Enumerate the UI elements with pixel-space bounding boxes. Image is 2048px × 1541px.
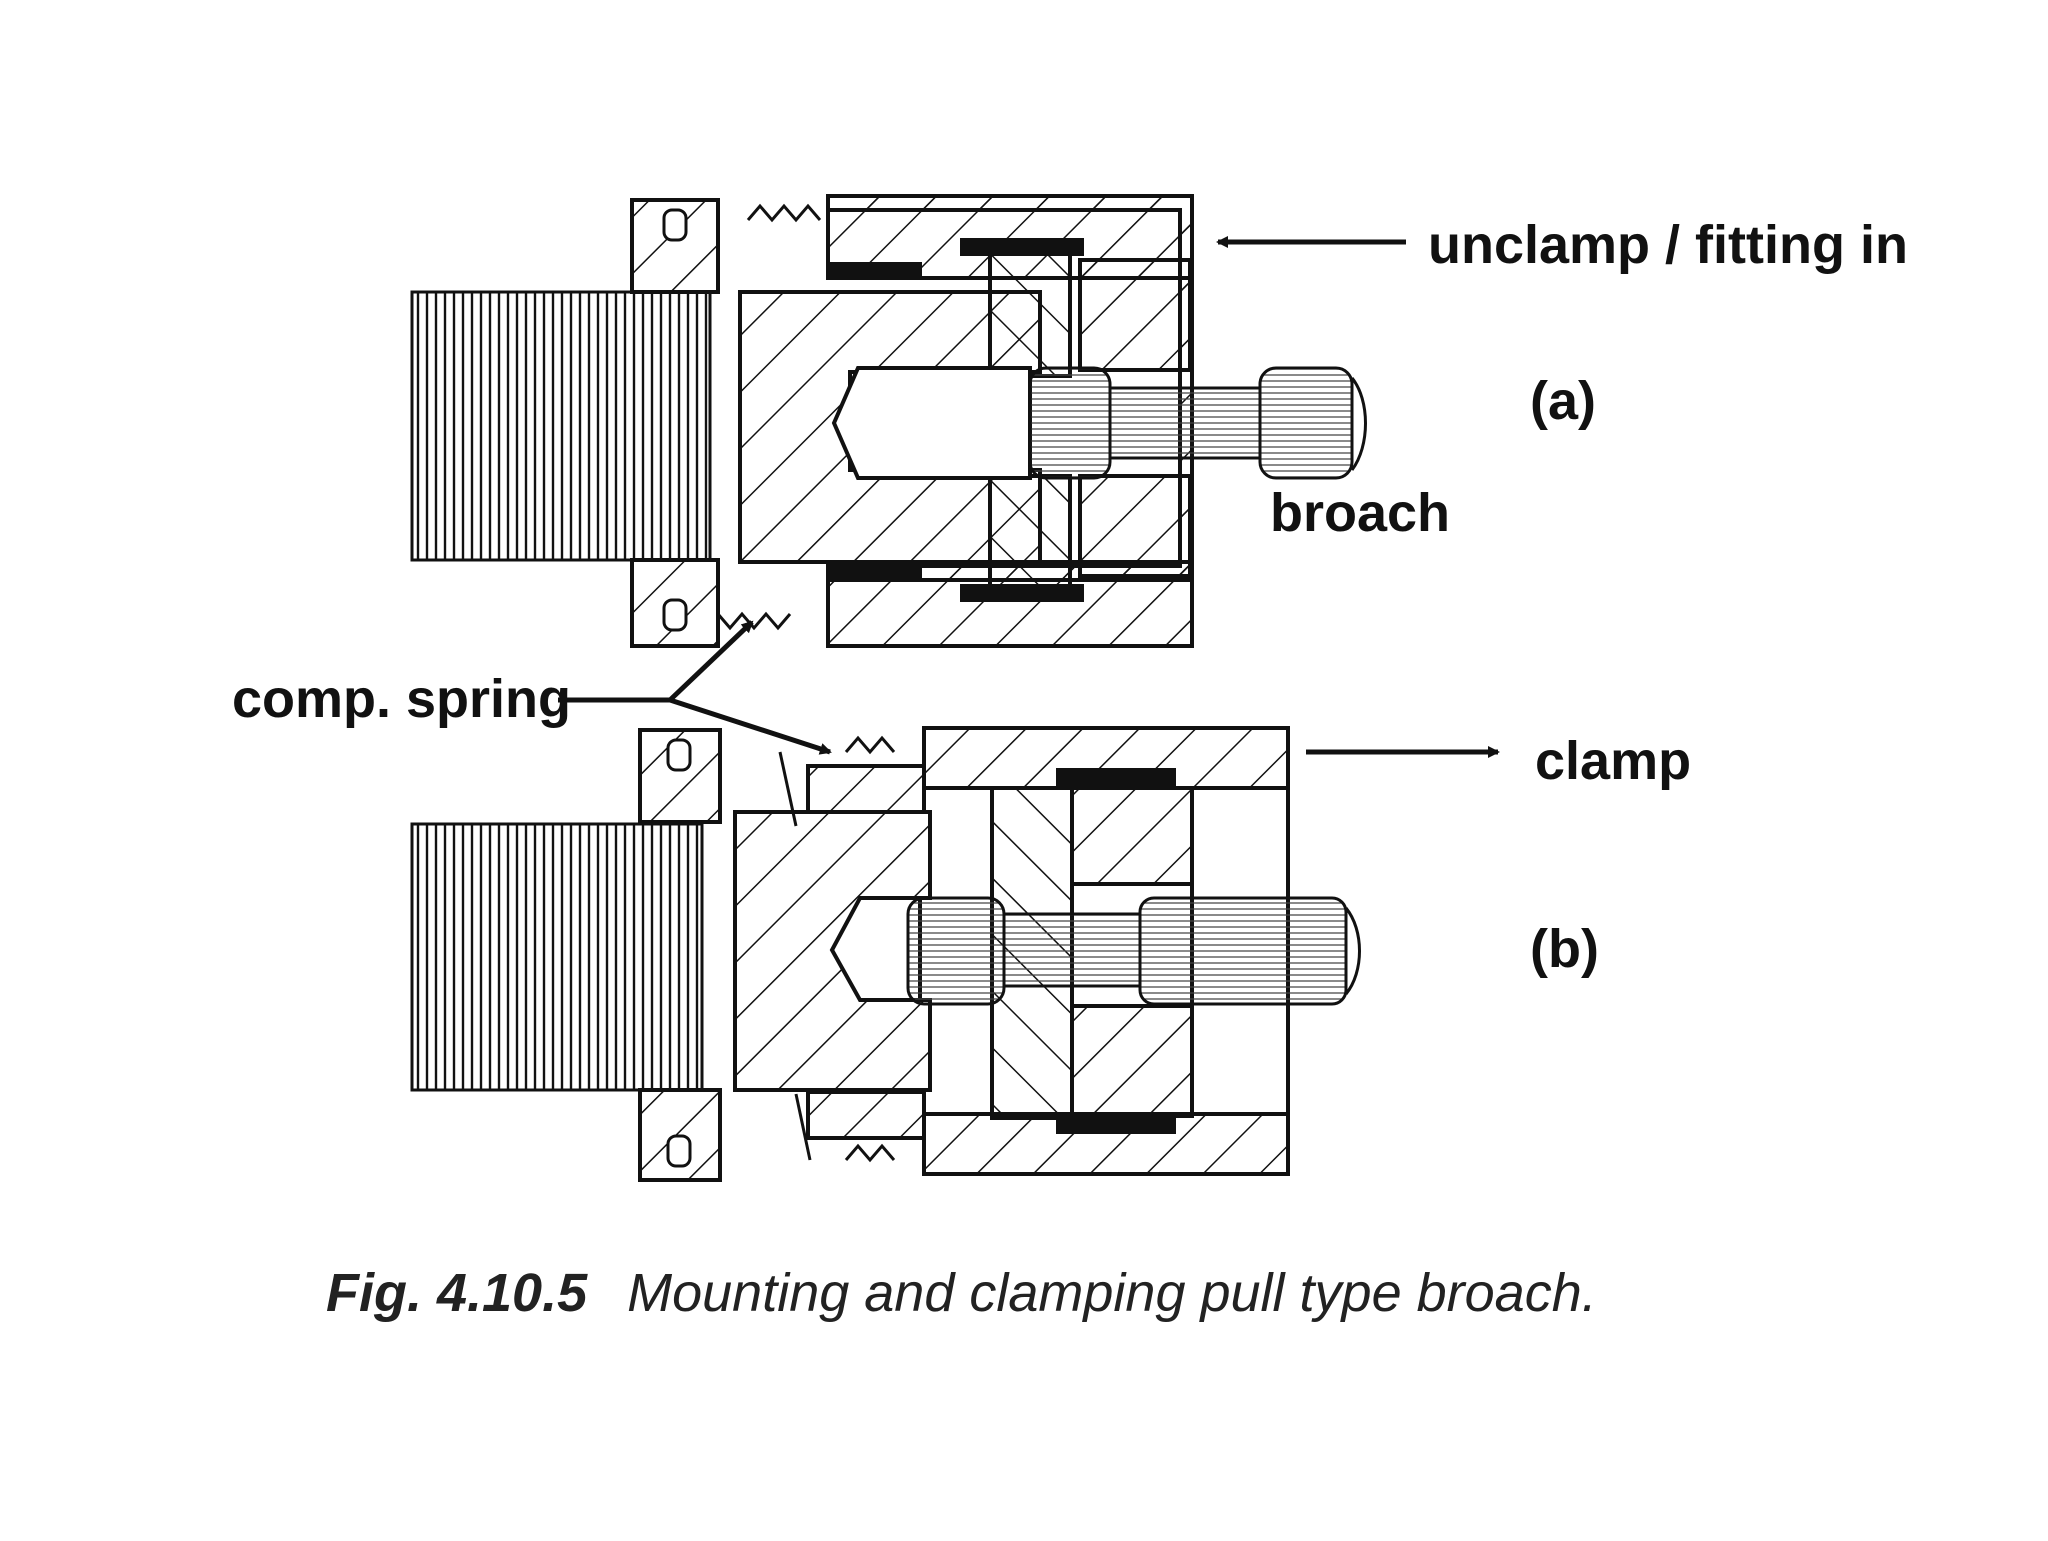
compression-spring-a (716, 203, 822, 631)
unclamp-label: unclamp / fitting in (1428, 215, 1908, 275)
broach-shank-b (906, 896, 1361, 1006)
bore-b (829, 896, 922, 1002)
spring-leader-up (668, 620, 754, 702)
spring-leader-down (669, 697, 832, 755)
broach-shank-a (1028, 366, 1367, 480)
bore-a (831, 366, 1032, 480)
threaded-shank-b (410, 822, 704, 1092)
broach-label: broach (1270, 483, 1451, 543)
figure-number: Fig. 4.10.5 (326, 1263, 588, 1323)
compression-spring-b (778, 735, 896, 1163)
clamp-label: clamp (1535, 731, 1692, 791)
figure-caption-text: Mounting and clamping pull type broach. (627, 1263, 1597, 1323)
figure-caption: Fig. 4.10.5 Mounting and clamping pull ty… (326, 1262, 1597, 1324)
view-a-label: (a) (1530, 371, 1596, 431)
view-a-assembly (410, 194, 1367, 648)
view-b-assembly (410, 726, 1361, 1182)
comp-spring-label: comp. spring (232, 669, 572, 729)
threaded-shank-a (410, 290, 712, 562)
retainer-block-a (988, 244, 1072, 378)
view-b-label: (b) (1530, 919, 1599, 979)
